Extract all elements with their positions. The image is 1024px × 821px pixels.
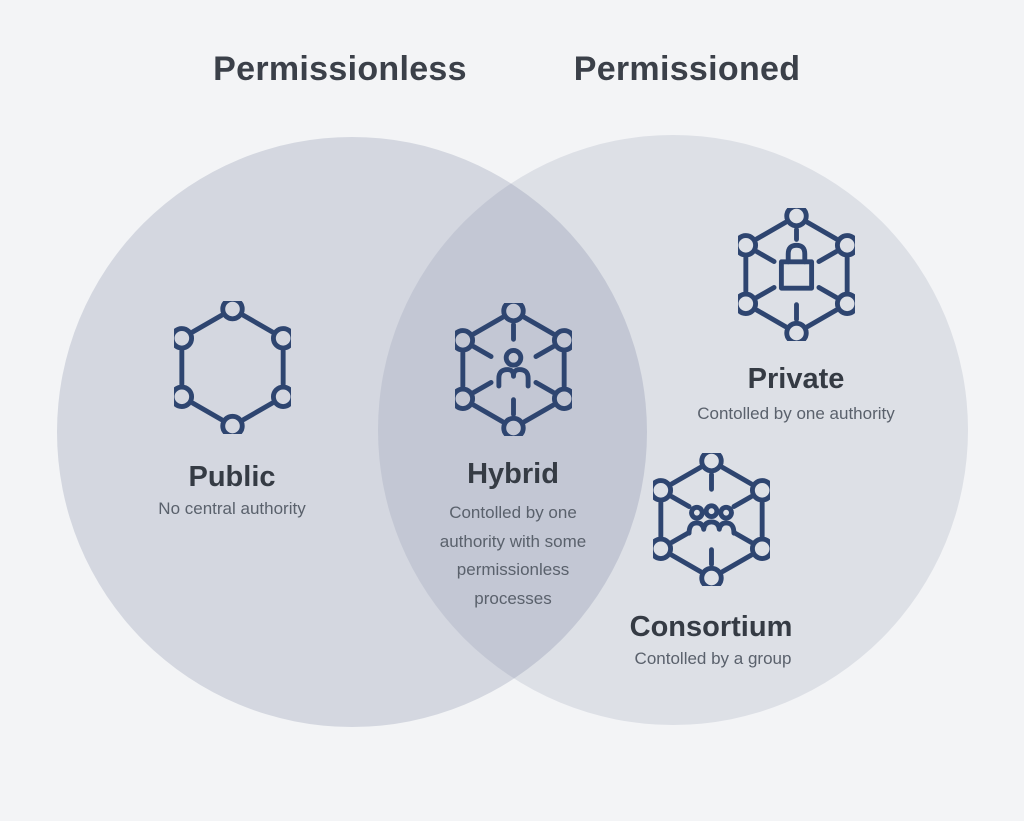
hexagon-network-icon	[174, 301, 291, 434]
consortium-subtitle: Contolled by a group	[634, 649, 792, 668]
group-shoulders	[686, 519, 737, 536]
hybrid-subtitle-line: Contolled by one	[449, 503, 577, 522]
public-title: Public	[188, 461, 276, 493]
permissionless-header: Permissionless	[213, 50, 467, 88]
lock-shackle	[785, 242, 808, 265]
person-head	[503, 348, 524, 368]
private-title: Private	[747, 363, 845, 395]
group-head-right	[718, 504, 734, 521]
hexagon-network-group-icon	[653, 453, 770, 586]
public-subtitle: No central authority	[158, 499, 306, 518]
lock-body	[778, 259, 815, 291]
hybrid-subtitle: Contolled by one authority with some per…	[403, 499, 623, 613]
permissioned-circle	[378, 135, 968, 725]
hybrid-subtitle-line: permissionless	[456, 560, 570, 579]
hexagon-network-lock-icon	[738, 208, 855, 341]
hybrid-subtitle-line: authority with some	[439, 531, 587, 551]
permissionless-circle	[57, 137, 647, 727]
group-head-middle	[703, 503, 720, 520]
hybrid-subtitle-line: processes	[474, 588, 552, 608]
group-head-left	[689, 504, 705, 521]
hexagon-network-person-icon	[455, 303, 572, 436]
private-subtitle: Contolled by one authority	[697, 404, 895, 423]
permissioned-header: Permissioned	[573, 50, 801, 88]
person-shoulders	[496, 367, 531, 389]
consortium-title: Consortium	[629, 611, 793, 643]
hybrid-title: Hybrid	[467, 458, 559, 490]
